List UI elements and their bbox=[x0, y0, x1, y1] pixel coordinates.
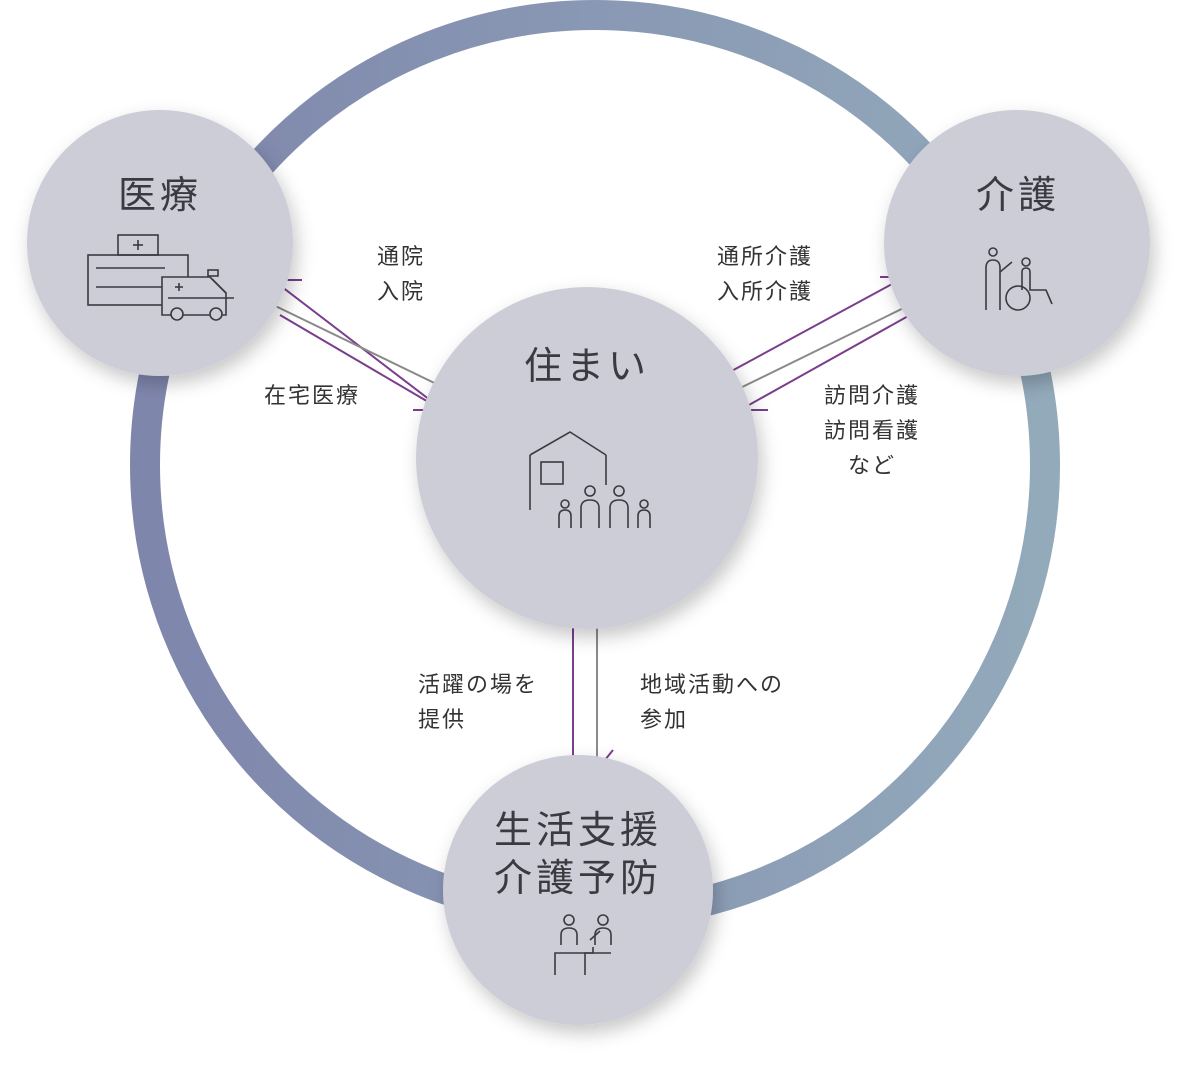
arrow-to-home-from-support bbox=[556, 603, 574, 770]
node-support bbox=[443, 755, 713, 1025]
label-home-to-medical: 通院 入院 bbox=[377, 245, 426, 305]
node-home bbox=[416, 287, 758, 629]
node-support-title: 生活支援 介護予防 bbox=[493, 808, 662, 900]
hospital-ambulance-icon bbox=[87, 234, 234, 321]
label-home-to-support: 地域活動への 参加 bbox=[640, 673, 785, 733]
node-care-title: 介護 bbox=[975, 173, 1060, 217]
label-home-to-care: 通所介護 入所介護 bbox=[717, 245, 814, 305]
connector-home-support bbox=[556, 603, 614, 771]
label-support-to-home: 活躍の場を 提供 bbox=[418, 673, 539, 733]
label-care-to-home: 訪問介護 訪問看護 など bbox=[824, 384, 921, 479]
house-family-icon bbox=[529, 431, 651, 528]
node-medical bbox=[27, 110, 293, 376]
label-medical-to-home: 在宅医療 bbox=[264, 384, 361, 409]
node-care bbox=[884, 110, 1150, 376]
caregiver-wheelchair-icon bbox=[985, 247, 1053, 311]
line-care-home bbox=[729, 299, 921, 394]
line-medical-home bbox=[262, 299, 456, 394]
node-medical-title: 医療 bbox=[117, 173, 202, 217]
consultation-icon bbox=[554, 914, 612, 975]
node-home-title: 住まい bbox=[523, 344, 650, 388]
